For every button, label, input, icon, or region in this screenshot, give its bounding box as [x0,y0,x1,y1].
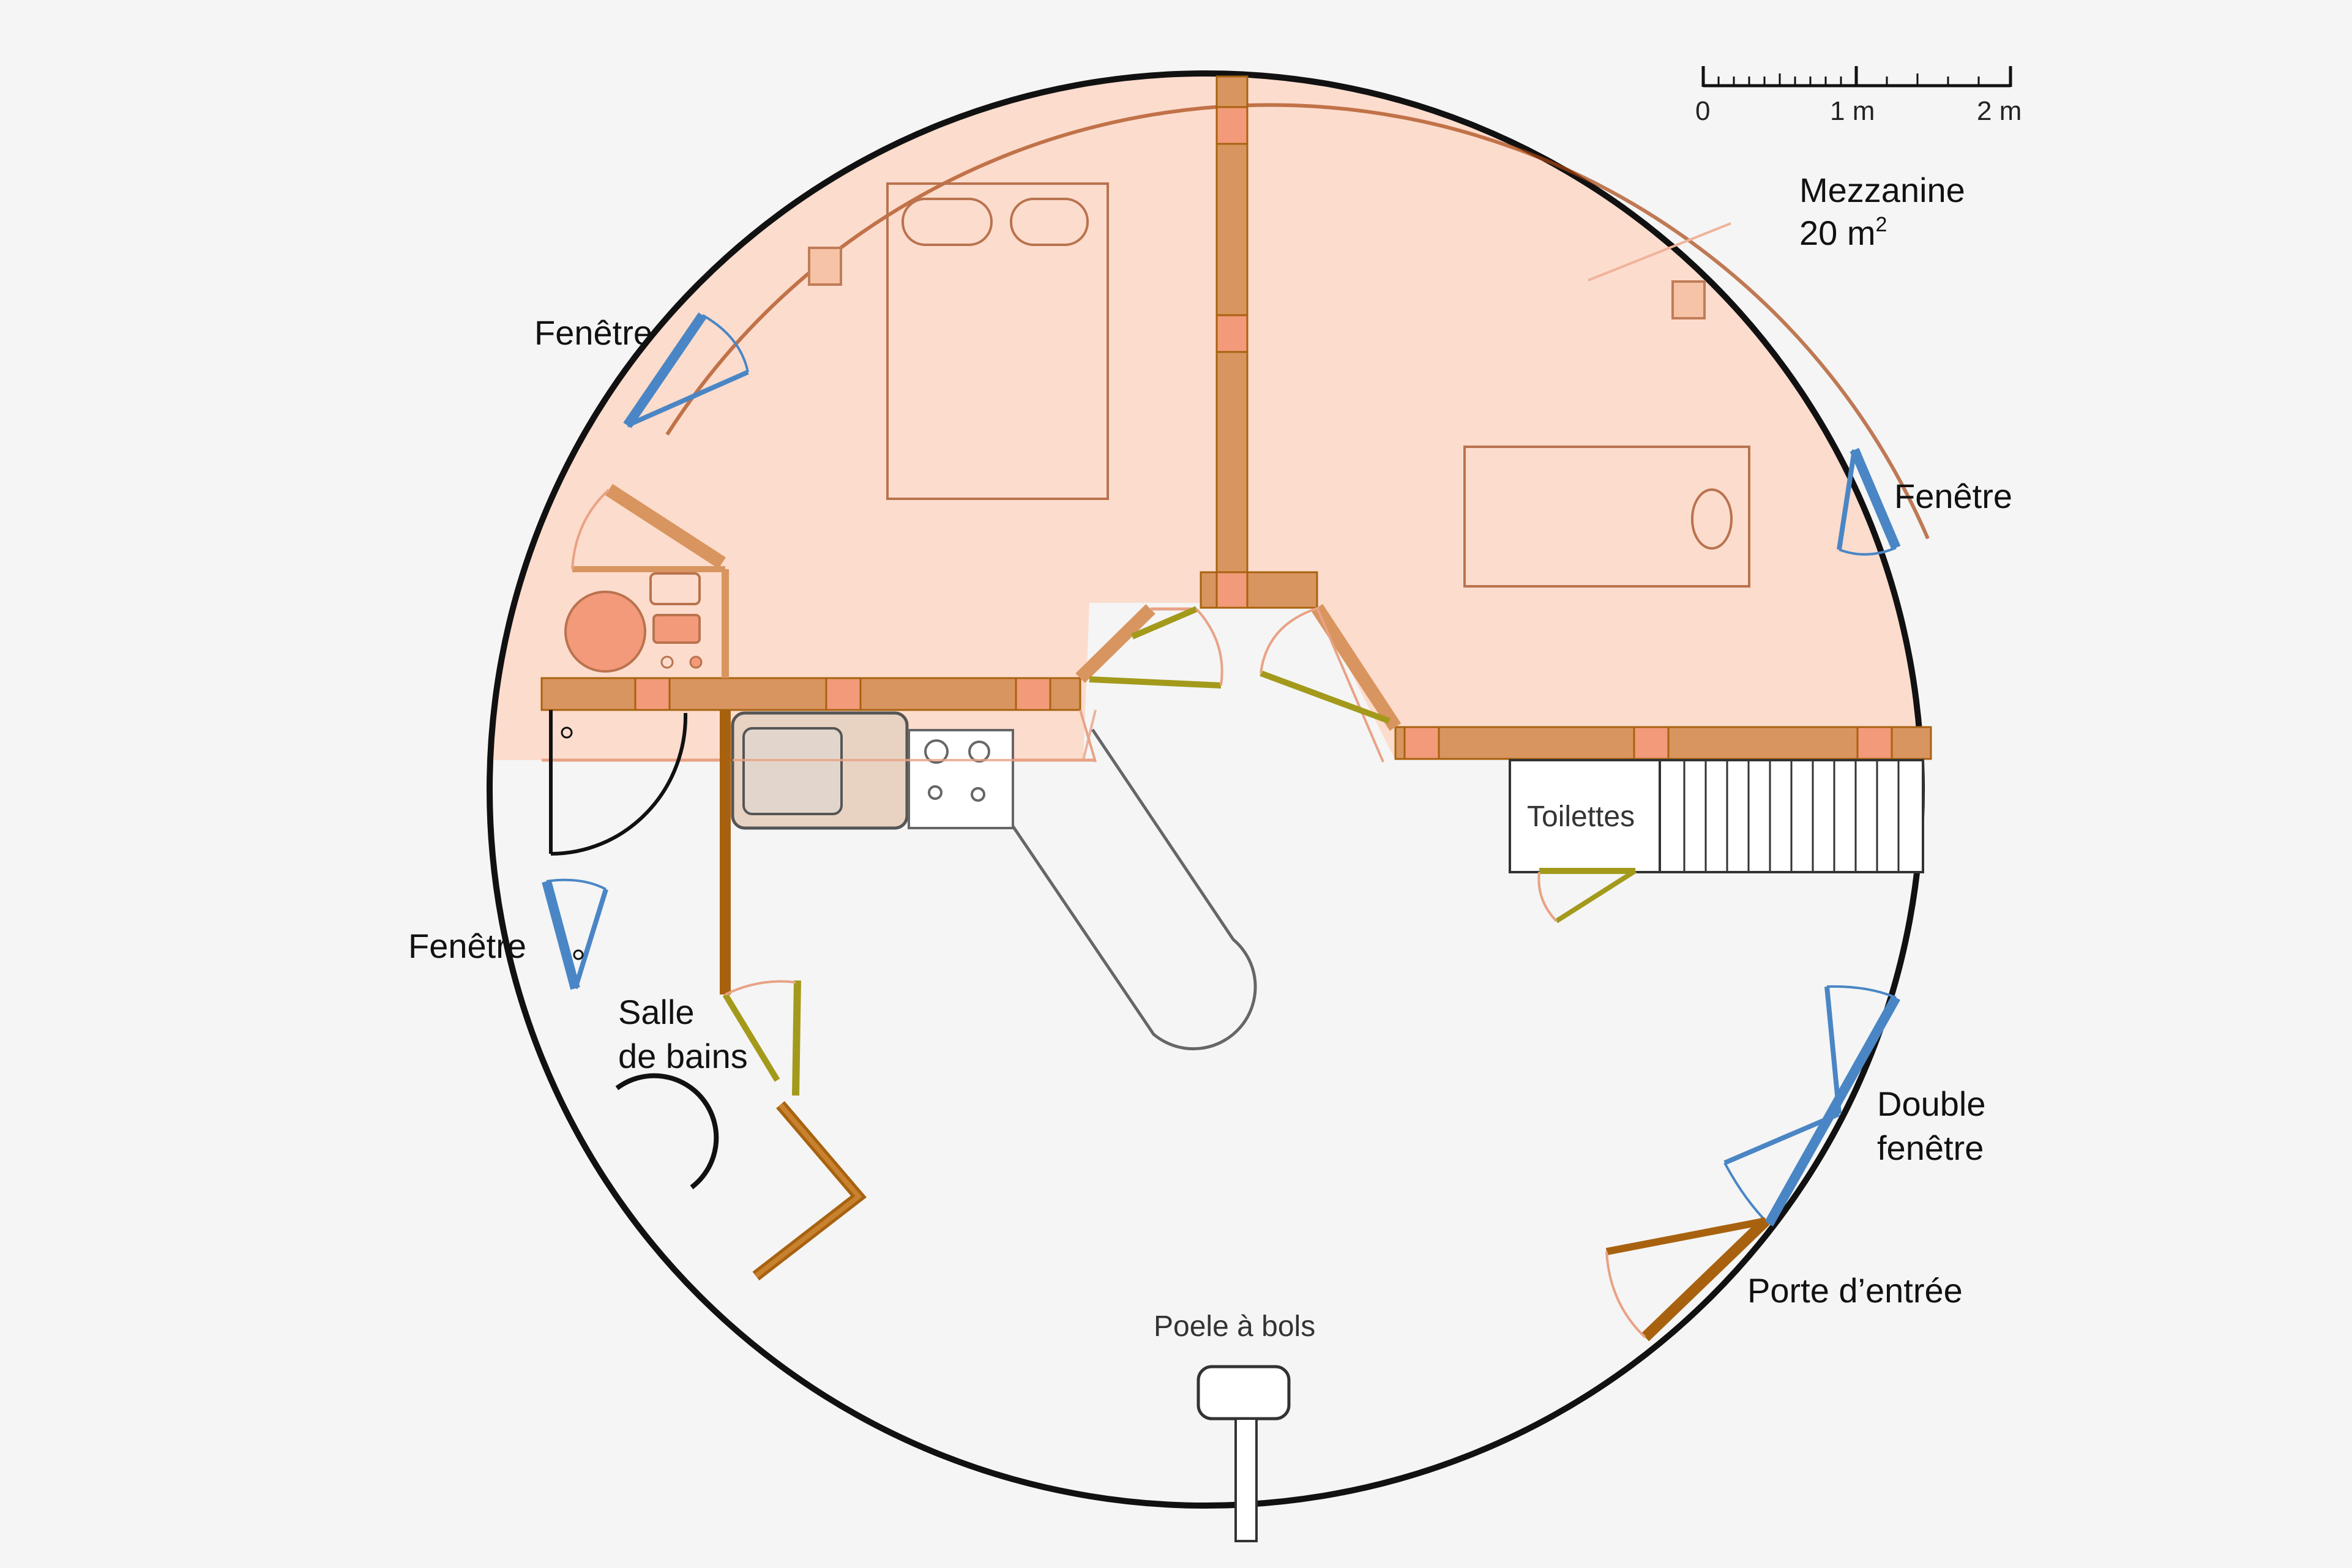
double-window-label-line2: fenêtre [1877,1129,1984,1167]
stove-label: Poele à bols [1154,1310,1315,1343]
scale-bar [1701,66,2012,88]
double-bed [886,182,1109,500]
mezzanine-area-label: 20 m2 [1799,213,1887,252]
bathroom-label-line2: de bains [618,1037,748,1075]
toilets-door [1537,868,1637,924]
mezzanine-label: Mezzanine [1799,171,1965,209]
kitchen-counter [1011,728,1257,1051]
scale-label-zero: 0 [1695,96,1710,126]
right-opening-door [1260,607,1391,724]
mezzanine-leader-line [1588,222,1731,282]
vertical-beam [1200,75,1318,609]
mezzanine-opening-right [1311,603,1402,763]
scale-label-one: 1 m [1830,96,1875,126]
window-left [542,878,608,990]
entrance-door-label: Porte d’entrée [1747,1271,1963,1310]
entrance-door [1605,1217,1770,1342]
right-mattress [1463,446,1750,588]
double-window [1723,985,1900,1226]
window-top-left [623,312,749,428]
bathroom-wood-wall-inner [754,1103,862,1279]
window-right-label: Fenêtre [1894,477,2012,515]
beam-right [1394,726,1932,760]
bathroom-label-line1: Salle [618,993,695,1031]
small-square-left [808,247,842,286]
window-top-left-label: Fenêtre [534,313,652,352]
bathroom-wood-wall [752,1101,867,1281]
staircase [1659,759,1924,873]
bathroom-door [722,980,801,1096]
double-window-label-line1: Double [1877,1085,1985,1123]
toilets-label: Toilettes [1527,801,1635,833]
small-square-right [1671,280,1706,319]
left-opening-door [1089,606,1223,689]
wood-stove [1197,1365,1291,1542]
beam-left [540,677,1081,711]
utility-room [564,483,729,678]
bathroom [549,710,731,1190]
scale-label-two: 2 m [1977,96,2022,126]
kitchen [731,709,1097,830]
window-left-label: Fenêtre [408,927,526,965]
window-right [1837,447,1901,556]
mezzanine-area-sup: 2 [1876,213,1887,236]
